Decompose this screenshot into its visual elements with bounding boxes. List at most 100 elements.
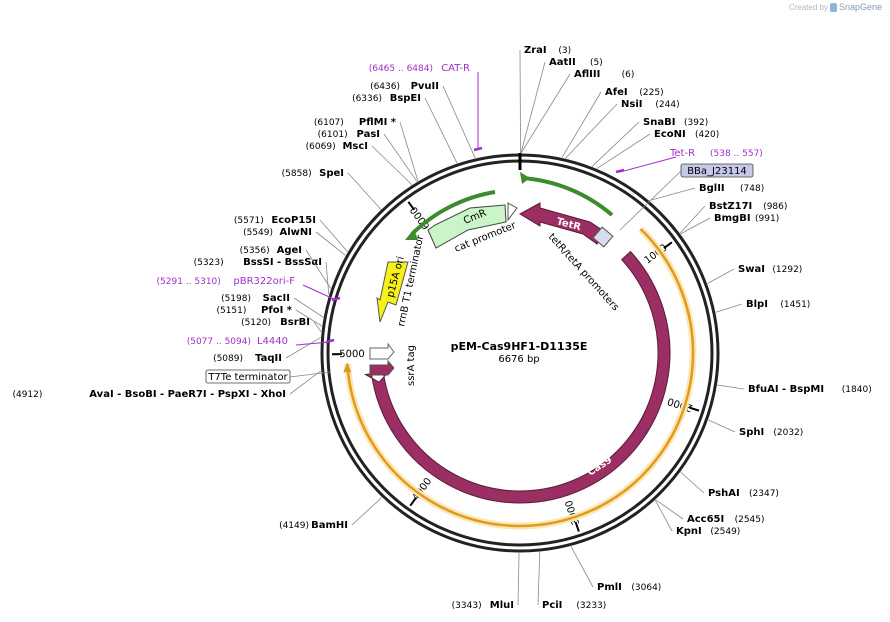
- boxed-feature-1[interactable]: T7Te terminator: [205, 369, 331, 384]
- site-right-9[interactable]: BmgBI(991): [680, 213, 780, 235]
- site-name: MluI: [490, 600, 514, 611]
- site-position: (4149): [279, 521, 309, 531]
- site-left-10[interactable]: EcoP15I(5571): [234, 215, 348, 253]
- site-left-7[interactable]: BssSI - BssSαI(5323): [194, 257, 330, 295]
- primer-name: L4440: [257, 336, 288, 347]
- site-leader-line: [565, 103, 618, 159]
- site-name: BsrBI: [280, 317, 310, 328]
- site-position: (420): [695, 130, 719, 140]
- site-right-15[interactable]: Acc65I(2545): [655, 499, 765, 525]
- primer-name: CAT-R: [441, 63, 470, 74]
- primer-range: (5291 .. 5310): [157, 277, 221, 287]
- site-name: EcoNI: [654, 129, 686, 140]
- site-left-14[interactable]: PflMI *(6107): [314, 117, 419, 182]
- site-leader-line: [442, 85, 476, 159]
- primer-1[interactable]: Tet-R(538 .. 557): [615, 148, 763, 174]
- site-leader-line: [319, 219, 348, 253]
- site-right-13[interactable]: SphI(2032): [708, 419, 803, 438]
- site-name: NsiI: [621, 99, 642, 110]
- site-left-2[interactable]: AvaI - BsoBI - PaeR7I - PspXI - XhoI(491…: [12, 370, 322, 400]
- site-position: (3): [558, 46, 571, 56]
- site-name: PflMI *: [359, 117, 397, 128]
- primer-mark: [615, 168, 625, 174]
- primer-3[interactable]: L4440(5077 .. 5094): [187, 336, 335, 347]
- site-left-5[interactable]: PfoI * (5151): [216, 305, 323, 327]
- site-left-12[interactable]: MscI(6069): [306, 141, 413, 186]
- site-right-11[interactable]: BlpI(1451): [715, 299, 811, 313]
- site-name: TaqII: [255, 353, 282, 364]
- site-left-13[interactable]: PasI(6101): [318, 129, 418, 182]
- site-left-1[interactable]: BamHI(4149): [279, 497, 383, 531]
- site-right-18[interactable]: PciI(3233): [537, 552, 606, 611]
- site-left-6[interactable]: SacII(5198): [221, 293, 324, 318]
- primer-0[interactable]: CAT-R(6465 .. 6484): [369, 63, 483, 152]
- site-position: (986): [763, 202, 787, 212]
- snapgene-logo-icon: [829, 2, 837, 12]
- site-right-17[interactable]: PmlI (3064): [570, 546, 661, 593]
- site-position: (3064): [631, 583, 661, 593]
- site-leader-line: [708, 419, 736, 433]
- site-position: (6): [622, 70, 635, 80]
- site-left-8[interactable]: AgeI(5356): [240, 245, 332, 289]
- site-right-4[interactable]: NsiI (244): [565, 99, 680, 159]
- plasmid-name: pEM-Cas9HF1-D1135E: [451, 340, 588, 353]
- site-right-16[interactable]: KpnI(2549): [654, 500, 740, 537]
- site-right-0[interactable]: ZraI(3): [519, 45, 571, 154]
- site-name: BspEI: [390, 93, 421, 104]
- site-position: (5151): [216, 306, 246, 316]
- site-left-0[interactable]: MluI(3343): [452, 552, 520, 611]
- site-leader-line: [649, 187, 696, 201]
- ssra-tag-arrow: [369, 359, 395, 376]
- site-right-1[interactable]: AatII(5): [520, 57, 603, 154]
- site-right-5[interactable]: SnaBI(392): [591, 117, 708, 167]
- tick-label-4: 5000: [339, 349, 365, 360]
- site-right-6[interactable]: EcoNI (420): [596, 129, 719, 169]
- site-leader-line: [715, 303, 743, 313]
- site-right-3[interactable]: AfeI(225): [561, 87, 664, 158]
- site-leader-line: [285, 337, 321, 359]
- cat-promoter-arrowhead: [405, 229, 418, 240]
- primer-mark: [331, 296, 341, 302]
- site-position: (5120): [241, 318, 271, 328]
- site-right-7[interactable]: BglII(748): [649, 183, 764, 201]
- site-name: AvaI - BsoBI - PaeR7I - PspXI - XhoI: [89, 389, 286, 400]
- site-position: (244): [655, 100, 679, 110]
- site-left-4[interactable]: BsrBI (5120): [241, 317, 322, 333]
- site-right-10[interactable]: SwaI(1292): [707, 264, 803, 284]
- site-position: (1451): [780, 300, 810, 310]
- cmr-feature: [427, 204, 507, 249]
- primer-name: Tet-R: [669, 148, 695, 159]
- site-right-2[interactable]: AflIII(6): [520, 69, 635, 154]
- site-left-3[interactable]: TaqII(5089): [213, 337, 321, 364]
- site-right-8[interactable]: BstZ17I(986): [679, 201, 787, 234]
- primer-2[interactable]: pBR322ori-F(5291 .. 5310): [157, 276, 341, 302]
- site-left-9[interactable]: AlwNI(5549): [243, 227, 346, 256]
- boxed-feature-0[interactable]: BBa_J23114: [619, 163, 754, 231]
- site-left-16[interactable]: PvuII(6436): [370, 81, 476, 159]
- tet-promoters-label: tetR/tetA promoters: [546, 232, 621, 314]
- site-leader-line: [707, 268, 735, 284]
- site-right-12[interactable]: BfuAI - BspMI(1840): [717, 384, 872, 395]
- site-name: AatII: [549, 57, 576, 68]
- site-name: PmlI: [597, 582, 622, 593]
- site-left-11[interactable]: SpeI(5858): [282, 168, 382, 210]
- site-position: (6101): [318, 130, 348, 140]
- boxed-feature-frame: [205, 369, 291, 384]
- brand-name: SnapGene: [838, 2, 882, 12]
- site-right-14[interactable]: PshAI(2347): [680, 471, 779, 499]
- site-position: (2347): [749, 489, 779, 499]
- boxed-feature-frame: [680, 163, 754, 178]
- site-name: PfoI *: [261, 305, 293, 316]
- tick-mark-1: [689, 406, 700, 412]
- site-leader-line: [680, 471, 705, 494]
- site-leader-line: [679, 205, 706, 234]
- tick-mark-0: [663, 241, 673, 249]
- site-leader-line: [295, 309, 323, 327]
- site-leader-line: [383, 133, 418, 182]
- site-name: BamHI: [311, 520, 348, 531]
- site-position: (5356): [240, 246, 270, 256]
- site-left-15[interactable]: BspEI(6336): [352, 93, 458, 164]
- tetr-promoter-box: [592, 226, 614, 248]
